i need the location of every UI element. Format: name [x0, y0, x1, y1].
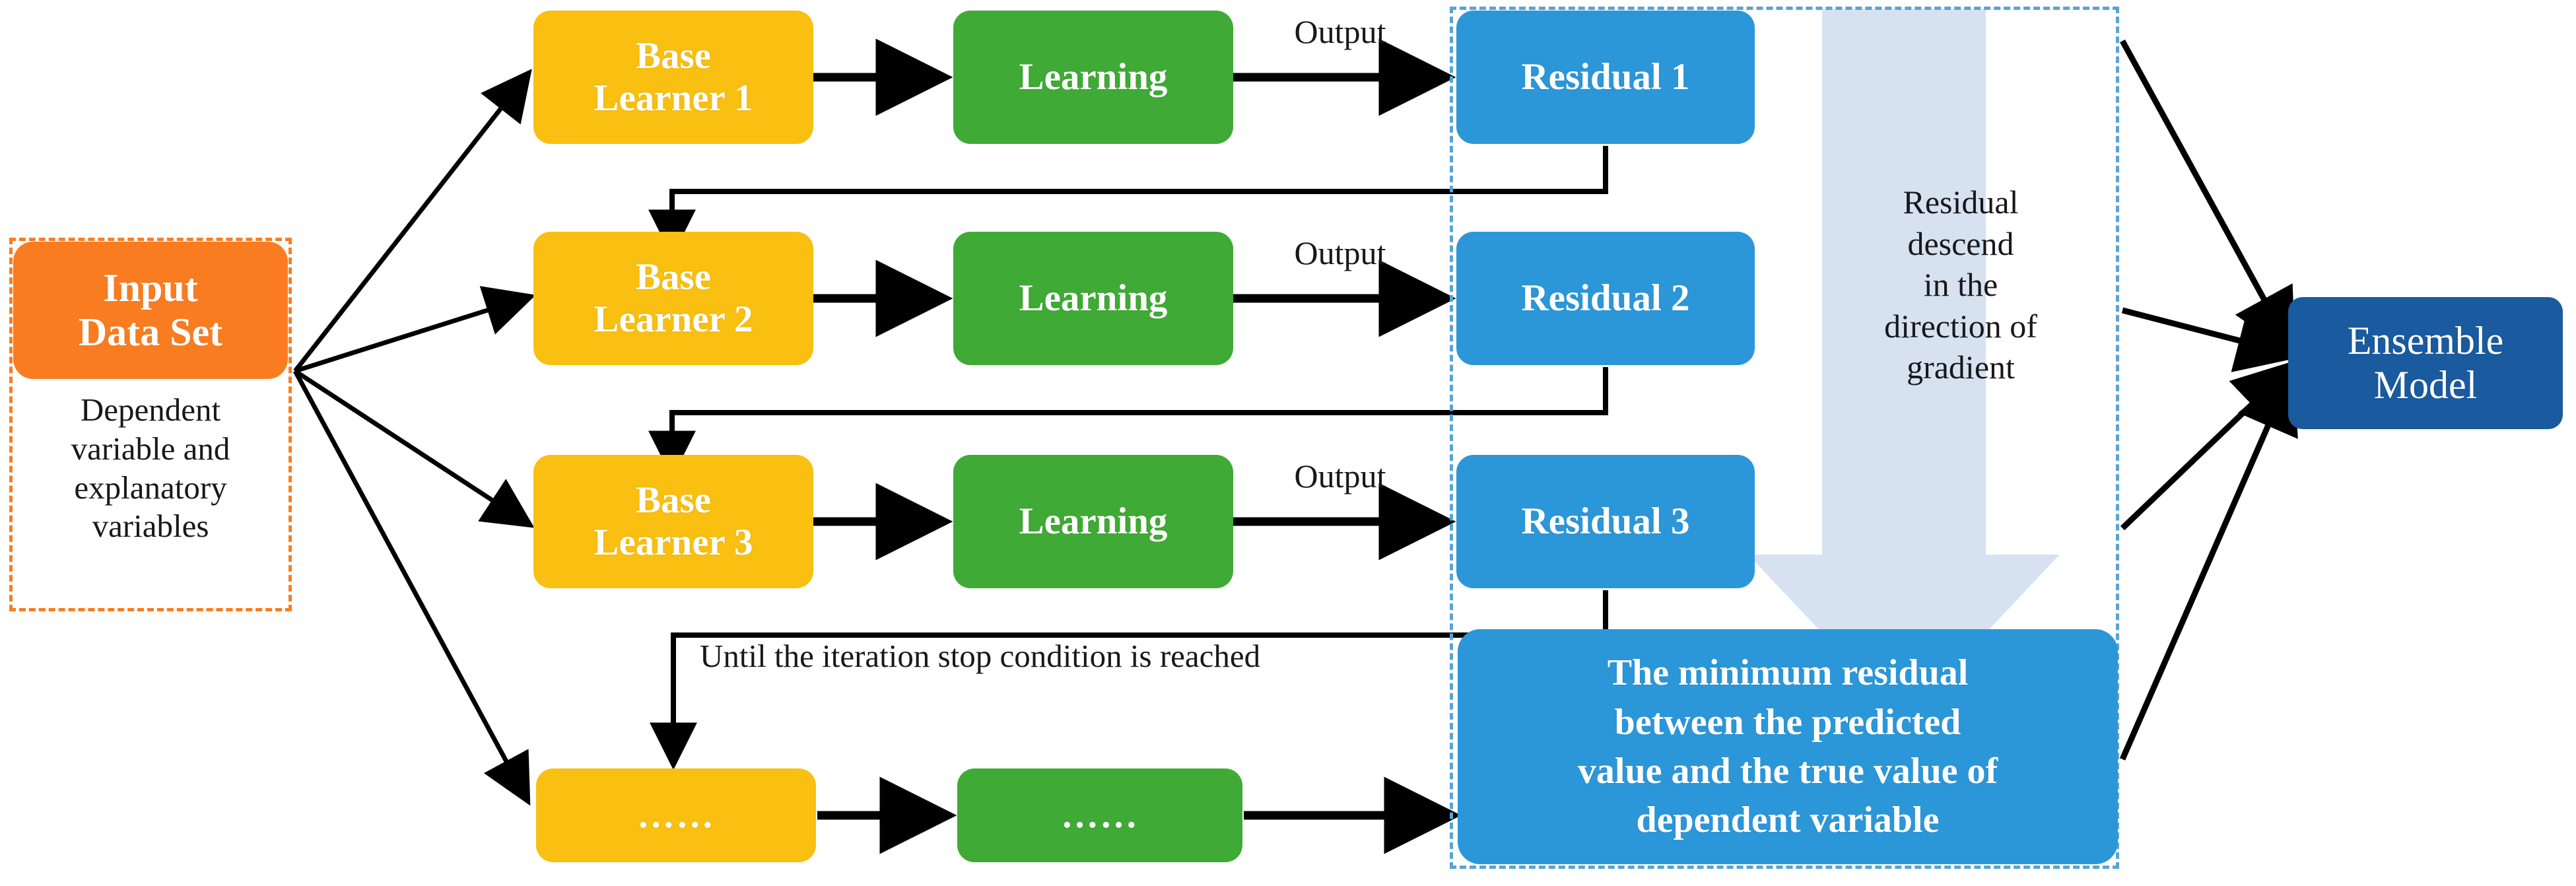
learning-2-box[interactable]: Learning — [953, 232, 1233, 365]
gradient-descend-note: Residual descend in the direction of gra… — [1884, 184, 2037, 386]
input-dashed-container — [9, 238, 292, 611]
residual-3-box[interactable]: Residual 3 — [1456, 455, 1755, 588]
learning-3-box[interactable]: Learning — [953, 455, 1233, 588]
base-learner-3-box[interactable]: Base Learner 3 — [533, 455, 813, 588]
input-data-set-box[interactable]: Input Data Set — [13, 242, 288, 379]
residual-2-box[interactable]: Residual 2 — [1456, 232, 1755, 365]
learning-1-box[interactable]: Learning — [953, 11, 1233, 144]
output-label-2: Output — [1294, 234, 1386, 271]
learning-ellipsis-box[interactable]: …… — [957, 768, 1242, 862]
base-learner-1-box[interactable]: Base Learner 1 — [533, 11, 813, 144]
base-learner-2-box[interactable]: Base Learner 2 — [533, 232, 813, 365]
output-label-3: Output — [1294, 458, 1386, 494]
input-data-set-caption: Dependent variable and explanatory varia… — [71, 392, 230, 545]
minimum-residual-box[interactable]: The minimum residual between the predict… — [1458, 629, 2118, 864]
residual-dashed-container — [1450, 7, 2119, 869]
ensemble-model-box[interactable]: Ensemble Model — [2288, 297, 2563, 429]
output-label-1: Output — [1294, 13, 1386, 50]
base-learner-ellipsis-box[interactable]: …… — [536, 768, 816, 862]
residual-1-box[interactable]: Residual 1 — [1456, 11, 1755, 144]
iteration-stop-note: Until the iteration stop condition is re… — [700, 638, 1261, 674]
